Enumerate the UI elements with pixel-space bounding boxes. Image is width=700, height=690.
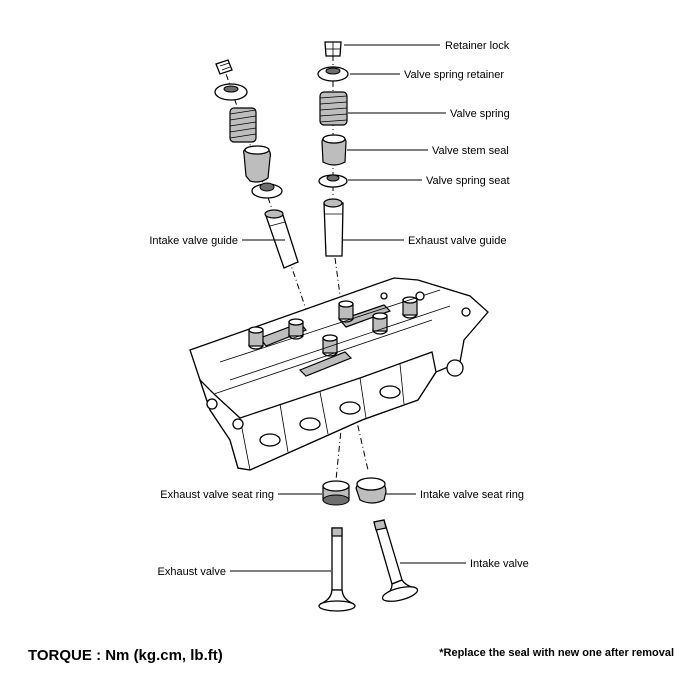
intake-valve-spring-seat	[251, 182, 283, 199]
replacement-note-text: *Replace the seal with new one after rem…	[439, 647, 674, 659]
exhaust-valve-spring-seat	[318, 174, 348, 188]
exhaust-valve-part	[318, 527, 356, 612]
label-exhaust-valve-seat-ring: Exhaust valve seat ring	[160, 489, 274, 501]
leader-lines	[230, 44, 466, 572]
exhaust-valve-guide-part	[323, 198, 344, 257]
exhaust-spring-retainer	[317, 66, 349, 82]
intake-valve-guide-part	[264, 209, 299, 269]
exhaust-seat-ring-part	[322, 480, 350, 506]
intake-valve-stem-seal	[243, 145, 271, 183]
torque-units-text: TORQUE : Nm (kg.cm, lb.ft)	[28, 647, 223, 664]
exhaust-valve-spring	[319, 91, 348, 126]
label-intake-valve-guide: Intake valve guide	[149, 235, 238, 247]
label-exhaust-valve: Exhaust valve	[158, 566, 226, 578]
intake-axis-line	[221, 61, 369, 471]
intake-seat-ring-part	[355, 477, 387, 504]
label-intake-valve-seat-ring: Intake valve seat ring	[420, 489, 524, 501]
cylinder-head-block	[189, 277, 489, 471]
label-valve-spring: Valve spring	[450, 108, 510, 120]
intake-valve-part	[373, 519, 419, 602]
label-retainer-lock: Retainer lock	[445, 40, 510, 52]
exhaust-retainer-lock	[324, 41, 342, 57]
label-intake-valve: Intake valve	[470, 558, 529, 570]
label-exhaust-valve-guide: Exhaust valve guide	[408, 235, 506, 247]
intake-valve-spring	[229, 107, 257, 143]
label-valve-spring-retainer: Valve spring retainer	[404, 69, 504, 81]
label-valve-stem-seal: Valve stem seal	[432, 145, 509, 157]
intake-retainer-lock	[215, 59, 233, 75]
label-valve-spring-seat: Valve spring seat	[426, 175, 510, 187]
exhaust-valve-stem-seal	[321, 134, 347, 166]
intake-spring-retainer	[214, 83, 248, 101]
